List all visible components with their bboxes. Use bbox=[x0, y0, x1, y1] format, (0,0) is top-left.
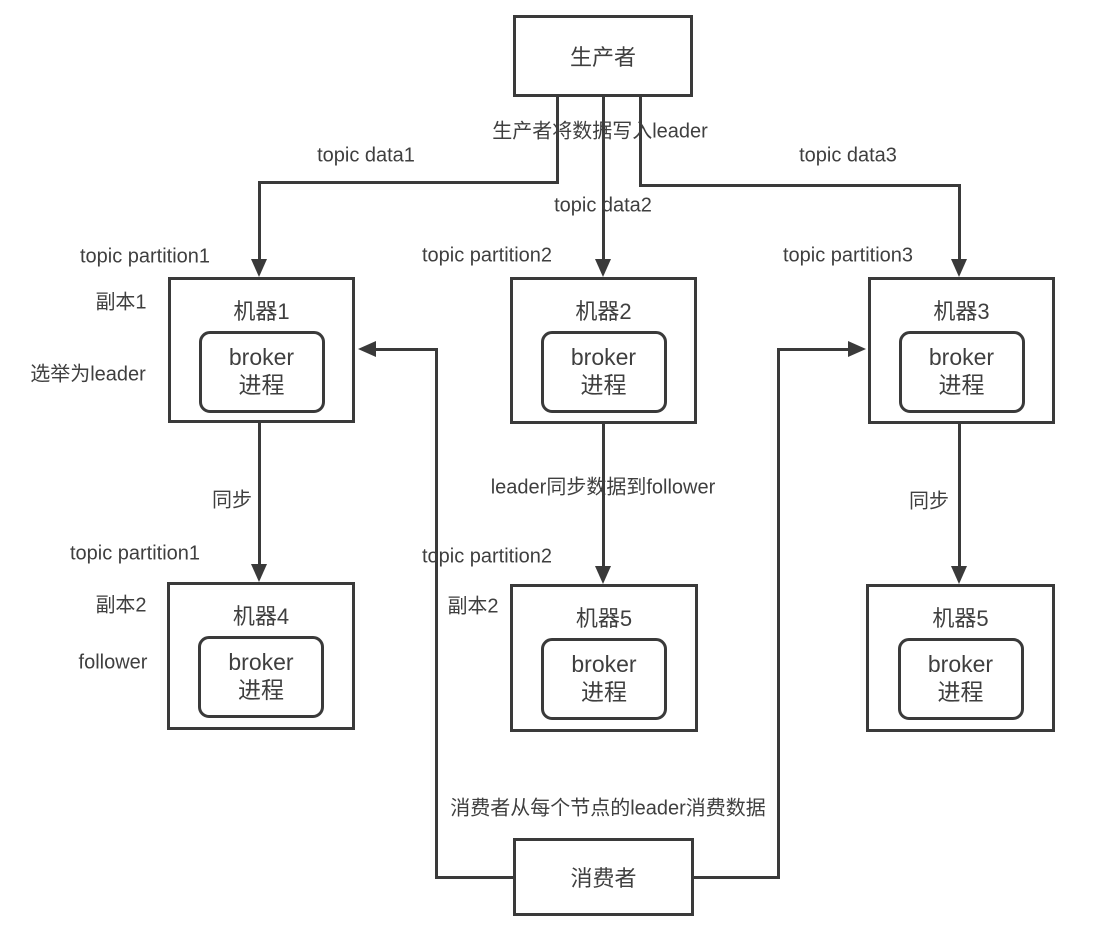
broker-label-line1: broker bbox=[571, 651, 637, 678]
producer-label: 生产者 bbox=[569, 45, 636, 70]
connector-producer-m1-segment-h bbox=[258, 181, 559, 184]
annotation-replica1: 副本1 bbox=[95, 291, 147, 314]
annotation-leader-sync-to-follower: leader同步数据到follower bbox=[490, 476, 716, 499]
annotation-sync-right: 同步 bbox=[909, 490, 949, 513]
machine5-right-broker-process-box: broker 进程 bbox=[897, 638, 1024, 720]
machine4-broker-process-box: broker 进程 bbox=[198, 636, 324, 718]
machine2-box: 机器2 broker 进程 bbox=[510, 277, 697, 424]
machine3-box: 机器3 broker 进程 bbox=[868, 277, 1055, 424]
annotation-topic-partition1-top: topic partition1 bbox=[79, 245, 211, 268]
machine5-box: 机器5 broker 进程 bbox=[510, 584, 698, 732]
machine5-right-name: 机器5 bbox=[932, 606, 989, 631]
broker-label-line2: 进程 bbox=[238, 372, 285, 398]
arrow-down-into-machine2-icon bbox=[595, 259, 611, 277]
arrow-right-into-machine3-icon bbox=[848, 341, 866, 357]
connector-consumer-m1-segment-v bbox=[435, 348, 438, 879]
machine2-name: 机器2 bbox=[575, 299, 632, 324]
annotation-topic-data2: topic data2 bbox=[554, 194, 652, 217]
machine5-broker-process-box: broker 进程 bbox=[541, 638, 667, 720]
broker-label-line2: 进程 bbox=[938, 372, 985, 398]
machine3-name: 机器3 bbox=[933, 299, 990, 324]
machine5-name: 机器5 bbox=[575, 606, 633, 631]
broker-label-line2: 进程 bbox=[581, 679, 627, 705]
broker-label-line1: broker bbox=[228, 649, 294, 676]
consumer-label: 消费者 bbox=[570, 866, 637, 891]
broker-label-line1: broker bbox=[228, 344, 295, 371]
annotation-replica2-left: 副本2 bbox=[95, 594, 147, 617]
annotation-producer-writes-to-leader: 生产者将数据写入leader bbox=[492, 120, 708, 143]
connector-producer-m1-segment-v2 bbox=[258, 181, 261, 261]
connector-consumer-m3-segment-h-top bbox=[780, 348, 848, 351]
connector-producer-m3-segment-v1 bbox=[639, 95, 642, 187]
connector-m2-m5-sync bbox=[602, 424, 605, 568]
annotation-follower: follower bbox=[78, 651, 148, 674]
connector-producer-m1-segment-v1 bbox=[556, 95, 559, 184]
consumer-box: 消费者 bbox=[513, 838, 694, 916]
connector-producer-m2-segment-v bbox=[602, 95, 605, 261]
broker-label-line2: 进程 bbox=[238, 677, 284, 703]
arrow-left-into-machine1-icon bbox=[358, 341, 376, 357]
machine2-broker-process-box: broker 进程 bbox=[540, 331, 667, 413]
connector-consumer-m1-segment-h-top bbox=[376, 348, 438, 351]
annotation-topic-partition2-bottom: topic partition2 bbox=[421, 545, 553, 568]
broker-label-line2: 进程 bbox=[580, 372, 627, 398]
producer-box: 生产者 bbox=[513, 15, 693, 97]
arrow-down-into-machine5-icon bbox=[595, 566, 611, 584]
broker-label-line2: 进程 bbox=[937, 679, 984, 705]
broker-label-line1: broker bbox=[570, 344, 637, 371]
broker-label-line1: broker bbox=[928, 344, 995, 371]
broker-label-line1: broker bbox=[927, 651, 994, 678]
arrow-down-into-machine3-icon bbox=[951, 259, 967, 277]
arrow-down-into-machine5-right-icon bbox=[951, 566, 967, 584]
annotation-topic-data1: topic data1 bbox=[317, 144, 415, 167]
connector-m3-m5r-sync bbox=[958, 424, 961, 568]
machine1-name: 机器1 bbox=[233, 299, 290, 324]
connector-m1-m4-sync bbox=[258, 423, 261, 566]
machine3-broker-process-box: broker 进程 bbox=[898, 331, 1025, 413]
annotation-replica2-mid: 副本2 bbox=[447, 595, 499, 618]
arrow-down-into-machine4-icon bbox=[251, 564, 267, 582]
annotation-topic-partition2-top: topic partition2 bbox=[421, 244, 553, 267]
connector-consumer-m3-segment-v bbox=[777, 348, 780, 879]
machine1-broker-process-box: broker 进程 bbox=[198, 331, 325, 413]
machine4-name: 机器4 bbox=[232, 604, 290, 629]
annotation-topic-partition3-top: topic partition3 bbox=[782, 244, 914, 267]
arrow-down-into-machine1-icon bbox=[251, 259, 267, 277]
annotation-elected-leader: 选举为leader bbox=[30, 363, 146, 386]
connector-producer-m3-segment-v2 bbox=[958, 184, 961, 261]
machine1-box: 机器1 broker 进程 bbox=[168, 277, 355, 423]
machine5-right-box: 机器5 broker 进程 bbox=[866, 584, 1055, 732]
annotation-consumer-consumes-from-leader: 消费者从每个节点的leader消费数据 bbox=[450, 797, 766, 820]
connector-producer-m3-segment-h bbox=[639, 184, 961, 187]
annotation-topic-partition1-bottom: topic partition1 bbox=[69, 542, 201, 565]
machine4-box: 机器4 broker 进程 bbox=[167, 582, 355, 730]
connector-consumer-m1-segment-h-bottom bbox=[435, 876, 513, 879]
connector-consumer-m3-segment-h-bottom bbox=[694, 876, 780, 879]
annotation-topic-data3: topic data3 bbox=[799, 144, 897, 167]
annotation-sync-left: 同步 bbox=[212, 489, 252, 512]
